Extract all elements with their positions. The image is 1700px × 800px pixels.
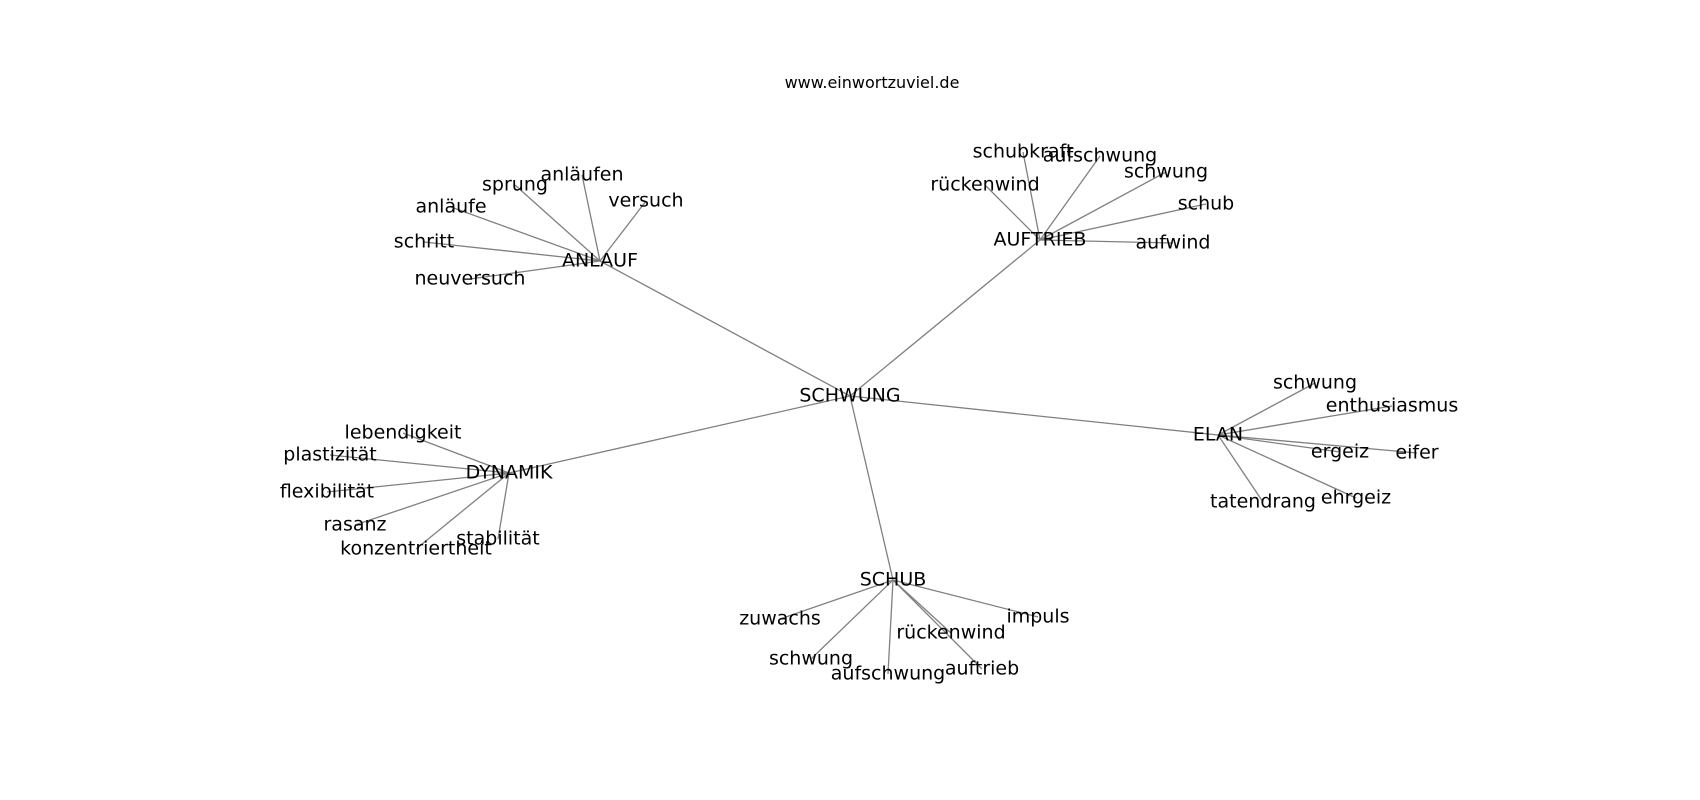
edge-anlauf-schritt — [423, 241, 601, 262]
leaf-node-elan-tatendrang: tatendrang — [1210, 491, 1316, 513]
center-node: SCHWUNG — [799, 385, 900, 407]
cluster-node-schub: SCHUB — [860, 569, 927, 591]
edge-elan-ehrgeiz — [1217, 434, 1357, 499]
leaf-node-auftrieb-schwung: schwung — [1124, 161, 1208, 183]
edge-auftrieb-aufschwung — [1039, 155, 1101, 241]
edge-center-schub — [849, 395, 894, 581]
edge-dynamik-konzentriertheit — [415, 472, 510, 550]
labels: www.einwortzuviel.de SCHWUNG ANLAUF anläuf… — [280, 73, 1458, 685]
leaf-node-schub-schwung: schwung — [769, 648, 853, 670]
leaf-node-elan-eifer: eifer — [1395, 442, 1438, 464]
edge-center-elan — [849, 395, 1219, 436]
edge-center-dynamik — [508, 395, 851, 474]
edge-auftrieb-schubkraft — [1022, 151, 1041, 241]
leaf-node-schub-ruckenwind: rückenwind — [896, 622, 1005, 644]
edge-auftrieb-ruckenwind — [984, 184, 1041, 241]
edge-anlauf-anlaufe — [450, 206, 601, 262]
leaf-node-anlauf-anlaufen: anläufen — [540, 164, 623, 186]
edge-anlauf-sprung — [514, 184, 601, 262]
leaf-node-schub-aufschwung: aufschwung — [831, 663, 945, 685]
leaf-node-anlauf-schritt: schritt — [394, 231, 454, 253]
edges — [326, 151, 1418, 675]
leaf-node-schub-auftrieb: auftrieb — [945, 658, 1019, 680]
edge-auftrieb-schub — [1039, 203, 1207, 241]
edge-center-auftrieb — [849, 239, 1041, 397]
leaf-node-dynamik-plastizitat: plastizität — [283, 444, 376, 466]
edge-elan-enthusiasmus — [1217, 405, 1393, 436]
leaf-node-auftrieb-ruckenwind: rückenwind — [930, 174, 1039, 196]
edge-dynamik-plastizitat — [329, 454, 510, 474]
edge-anlauf-versuch — [599, 200, 647, 262]
leaf-node-elan-ergeiz: ergeiz — [1311, 441, 1369, 463]
leaf-node-elan-enthusiasmus: enthusiasmus — [1326, 395, 1458, 417]
edge-schub-zuwachs — [779, 579, 894, 620]
edge-elan-tatendrang — [1217, 434, 1264, 503]
leaf-node-schub-impuls: impuls — [1006, 606, 1069, 628]
edge-schub-auftrieb — [892, 579, 983, 670]
edge-schub-schwung — [810, 579, 894, 660]
edge-elan-ergeiz — [1217, 434, 1341, 453]
edge-dynamik-flexibilitat — [326, 472, 510, 493]
edge-auftrieb-schwung — [1039, 171, 1167, 241]
leaf-node-dynamik-konzentriertheit: konzentriertheit — [340, 538, 492, 560]
cluster-node-auftrieb: AUFTRIEB — [994, 229, 1087, 251]
leaf-node-dynamik-lebendigkeit: lebendigkeit — [345, 422, 462, 444]
leaf-node-anlauf-versuch: versuch — [608, 190, 683, 212]
leaf-node-dynamik-stabilitat: stabilität — [456, 528, 539, 550]
leaf-node-auftrieb-aufschwung: aufschwung — [1043, 145, 1157, 167]
cluster-node-elan: ELAN — [1193, 424, 1243, 446]
site-url: www.einwortzuviel.de — [785, 73, 960, 92]
edge-anlauf-neuversuch — [469, 260, 601, 280]
edge-elan-eifer — [1217, 434, 1418, 454]
leaf-node-auftrieb-aufwind: aufwind — [1136, 232, 1211, 254]
leaf-node-auftrieb-schubkraft: schubkraft — [973, 141, 1074, 163]
edge-anlauf-anlaufen — [581, 174, 601, 262]
leaf-node-elan-ehrgeiz: ehrgeiz — [1321, 487, 1391, 509]
edge-schub-impuls — [892, 579, 1039, 618]
leaf-node-dynamik-rasanz: rasanz — [323, 514, 386, 536]
leaf-node-anlauf-anlaufe: anläufe — [415, 196, 486, 218]
leaf-node-schub-zuwachs: zuwachs — [739, 608, 821, 630]
edge-schub-aufschwung — [887, 579, 894, 675]
edge-dynamik-stabilitat — [497, 472, 510, 540]
edge-auftrieb-aufwind — [1039, 239, 1174, 244]
leaf-node-anlauf-sprung: sprung — [482, 174, 548, 196]
leaf-node-dynamik-flexibilitat: flexibilität — [280, 481, 374, 503]
leaf-node-auftrieb-schub: schub — [1178, 193, 1235, 215]
edge-elan-schwung — [1217, 382, 1316, 436]
edge-dynamik-lebendigkeit — [402, 432, 510, 474]
cluster-node-anlauf: ANLAUF — [562, 250, 638, 272]
leaf-node-anlauf-neuversuch: neuversuch — [415, 268, 526, 290]
cluster-node-dynamik: DYNAMIK — [466, 462, 553, 484]
leaf-node-elan-schwung: schwung — [1273, 372, 1357, 394]
edge-center-anlauf — [599, 260, 851, 397]
edge-dynamik-rasanz — [354, 472, 510, 526]
